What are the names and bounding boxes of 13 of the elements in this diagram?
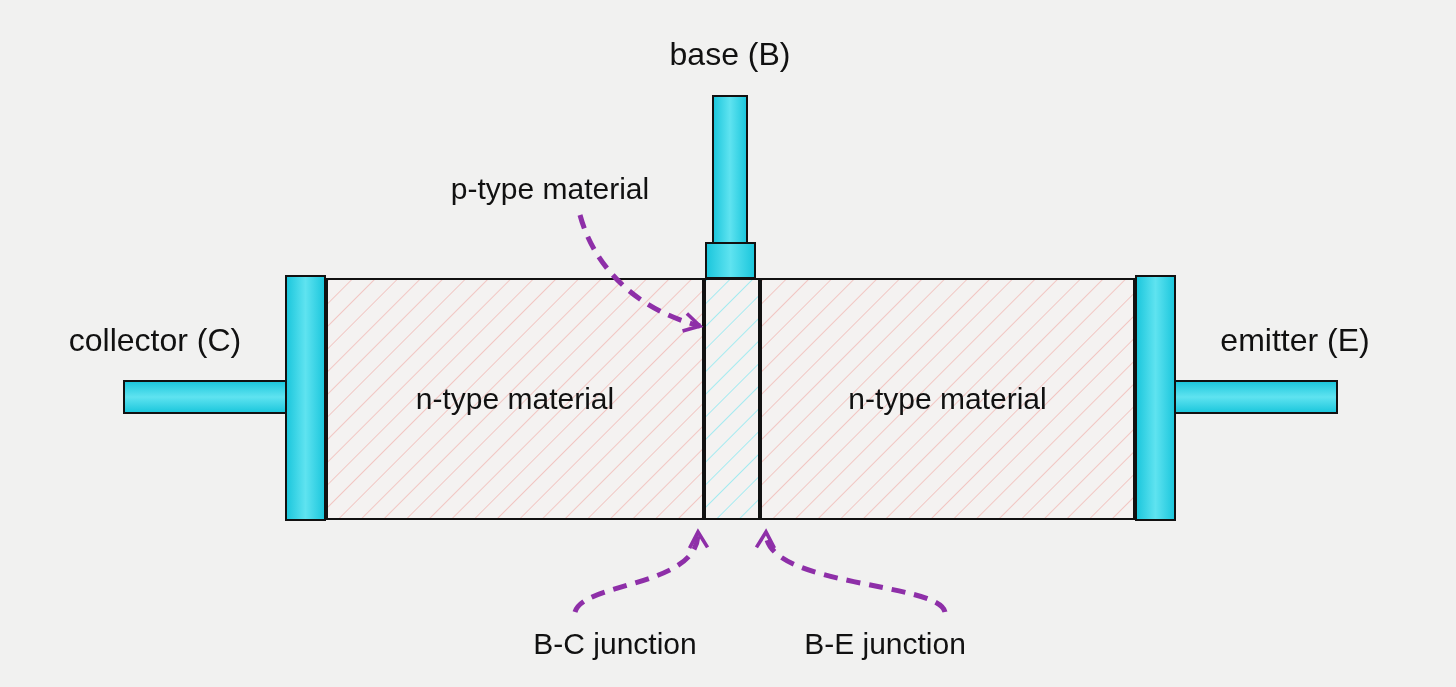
- terminal-label: base (B): [668, 35, 792, 74]
- terminal-label: emitter (E): [1219, 321, 1371, 360]
- leader-arrow: [572, 530, 707, 614]
- n-type-region: [760, 278, 1135, 520]
- p-type-region: [704, 278, 760, 520]
- terminal-label: collector (C): [67, 321, 243, 360]
- n-type-region: [326, 278, 704, 520]
- material-label: n-type material: [415, 381, 615, 418]
- callout-text: B-C junction: [533, 625, 697, 662]
- callout-text: B-E junction: [804, 625, 966, 662]
- leader-arrow: [577, 214, 702, 333]
- material-label: n-type material: [848, 381, 1047, 418]
- callout-text: p-type material: [450, 170, 650, 207]
